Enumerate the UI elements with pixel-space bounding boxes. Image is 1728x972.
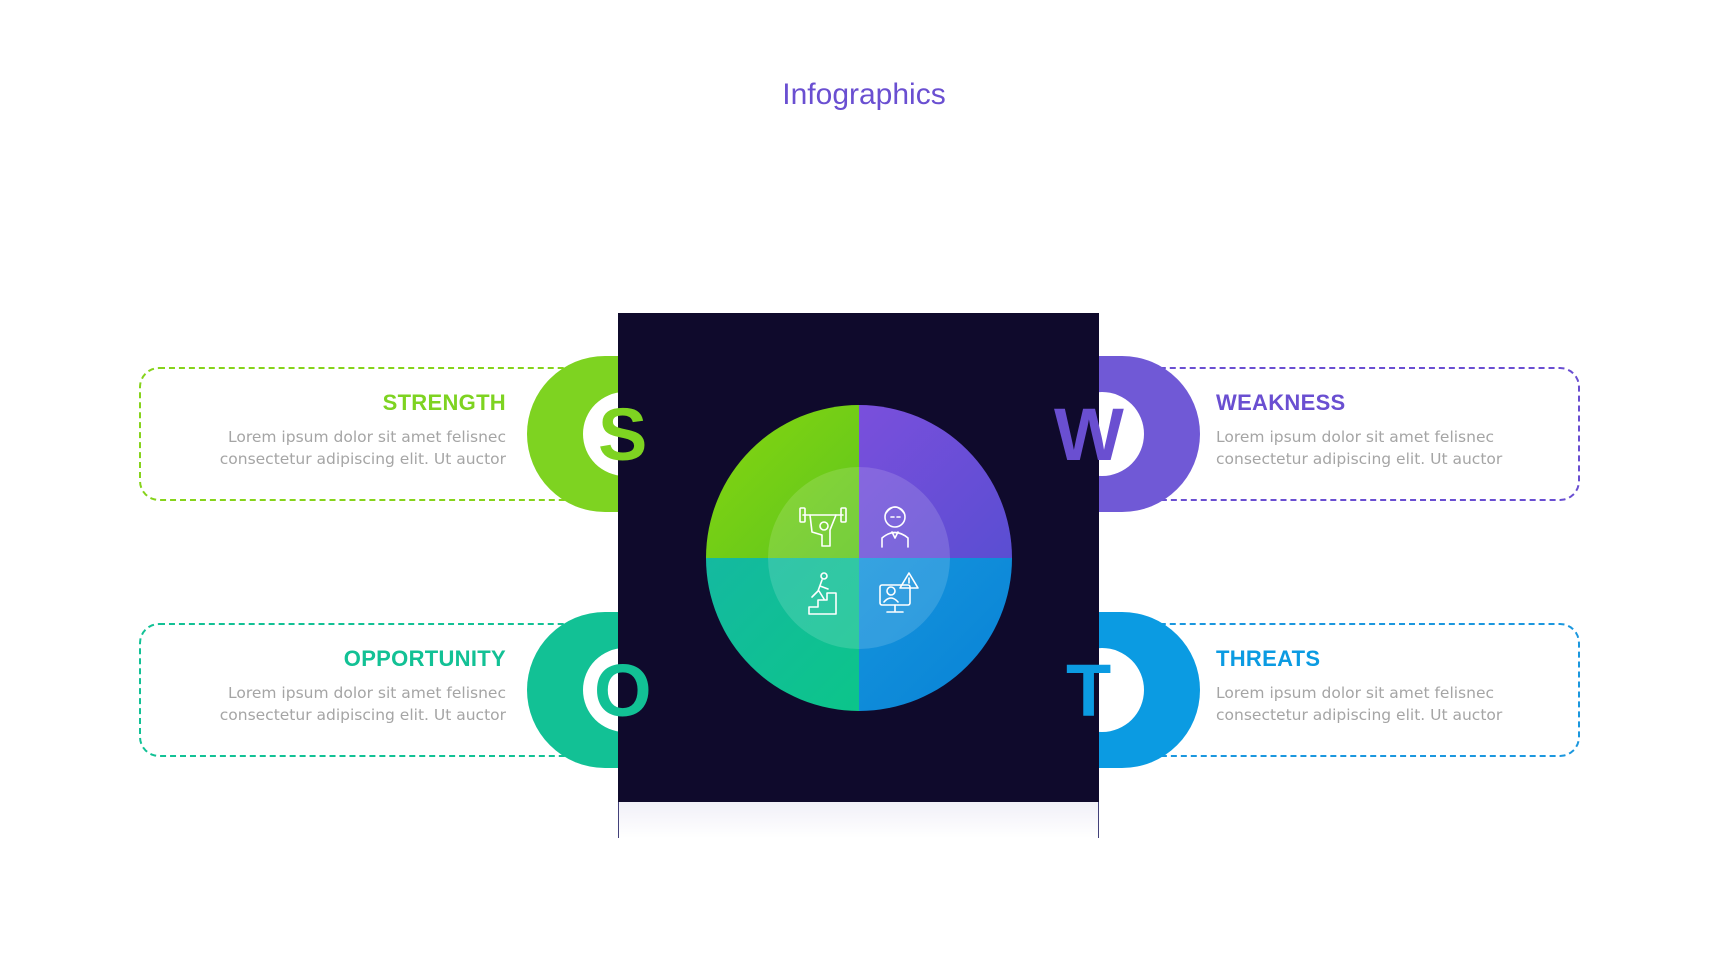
weightlifting-icon: [799, 507, 847, 547]
strength-heading: STRENGTH: [382, 390, 506, 415]
opportunity-description: Lorem ipsum dolor sit amet felisnec cons…: [219, 684, 506, 724]
weakness-description: Lorem ipsum dolor sit amet felisnec cons…: [1216, 428, 1503, 468]
strength-description: Lorem ipsum dolor sit amet felisnec cons…: [219, 428, 506, 468]
threats-quadrant: [859, 558, 1012, 711]
threats-heading: THREATS: [1216, 646, 1321, 671]
threats-letter: T: [1066, 649, 1112, 732]
tired-person-icon: [881, 506, 909, 548]
weakness-quadrant: [859, 405, 1012, 558]
opportunity-quadrant: [706, 558, 859, 711]
weakness-heading: WEAKNESS: [1216, 390, 1346, 415]
panel-shadow: [618, 802, 1099, 838]
wheel-inner-ring: [768, 467, 950, 649]
strength-quadrant: [706, 405, 859, 558]
threats-description: Lorem ipsum dolor sit amet felisnec cons…: [1216, 684, 1503, 724]
computer-warning-icon: [879, 572, 919, 613]
weakness-letter: W: [1054, 393, 1124, 476]
opportunity-heading: OPPORTUNITY: [343, 646, 506, 671]
swot-wheel: [706, 405, 1012, 711]
climbing-stairs-icon: [808, 572, 837, 615]
strength-letter: S: [598, 393, 648, 476]
opportunity-letter: O: [594, 649, 652, 732]
page-title: Infographics: [782, 78, 946, 111]
